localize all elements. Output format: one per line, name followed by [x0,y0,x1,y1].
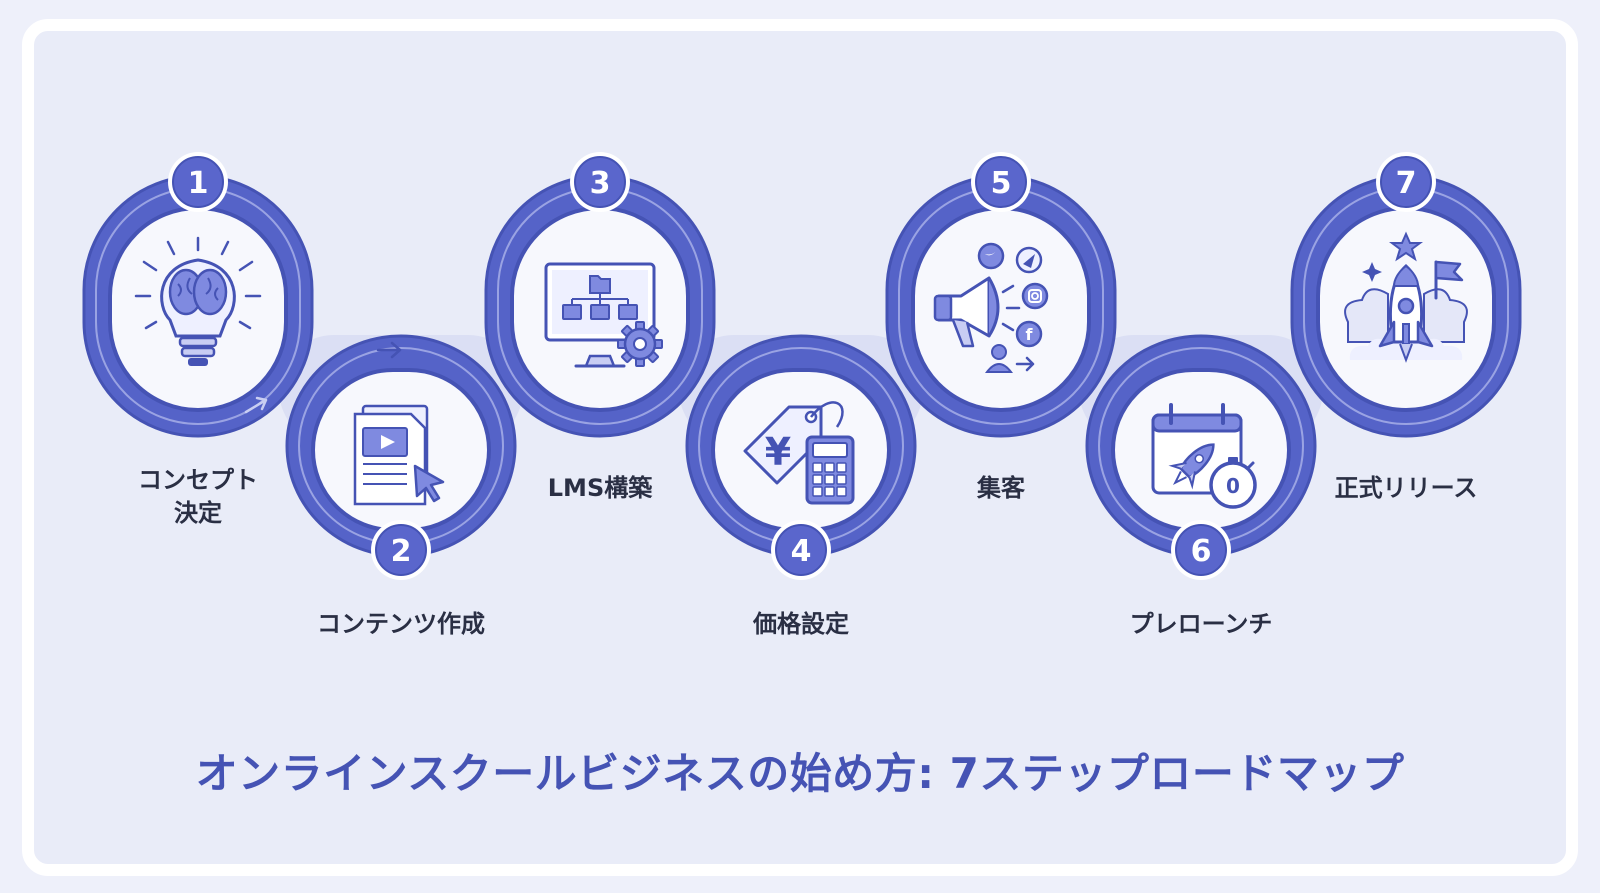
step-number-6: 6 [1191,534,1212,569]
step-number-4: 4 [791,534,812,569]
step-label-5: 集客 [977,474,1025,502]
step-number-7: 7 [1396,166,1417,201]
step-number-2: 2 [391,534,412,569]
step-label-1: コンセプト 決定 [138,466,258,527]
step-label-7: 正式リリース [1334,474,1478,502]
svg-text:f: f [1026,325,1034,344]
rocket-launch-flag-icon [1344,231,1468,363]
step-label-6: プレローンチ [1129,610,1273,638]
step-icons: ¥ f 0 [134,231,1468,509]
step-number-5: 5 [991,166,1012,201]
svg-text:¥: ¥ [765,430,791,474]
megaphone-social-icon: f [933,242,1049,373]
step-badge-3: 3 [570,152,630,212]
step-number-3: 3 [590,166,611,201]
yen-tag-calculator-icon: ¥ [743,401,855,505]
video-document-cursor-icon [353,404,445,506]
calendar-rocket-stopwatch-icon: 0 [1151,403,1257,509]
step-badge-2: 2 [371,520,431,580]
step-badge-1: 1 [168,152,228,212]
page-title: オンラインスクールビジネスの始め方: 7ステップロードマップ [195,749,1405,798]
step-badge-6: 6 [1171,520,1231,580]
svg-text:0: 0 [1226,474,1240,498]
step-badge-5: 5 [971,152,1031,212]
step-label-2: コンテンツ作成 [317,610,485,638]
step-badge-7: 7 [1376,152,1436,212]
lightbulb-brain-icon [134,236,262,366]
monitor-sitemap-gear-icon [544,262,663,368]
step-badge-4: 4 [771,520,831,580]
step-number-1: 1 [188,166,209,201]
step-label-4: 価格設定 [753,610,849,638]
step-badges: 1 2 3 4 5 6 7 [168,152,1436,580]
step-label-3: LMS構築 [547,474,653,502]
